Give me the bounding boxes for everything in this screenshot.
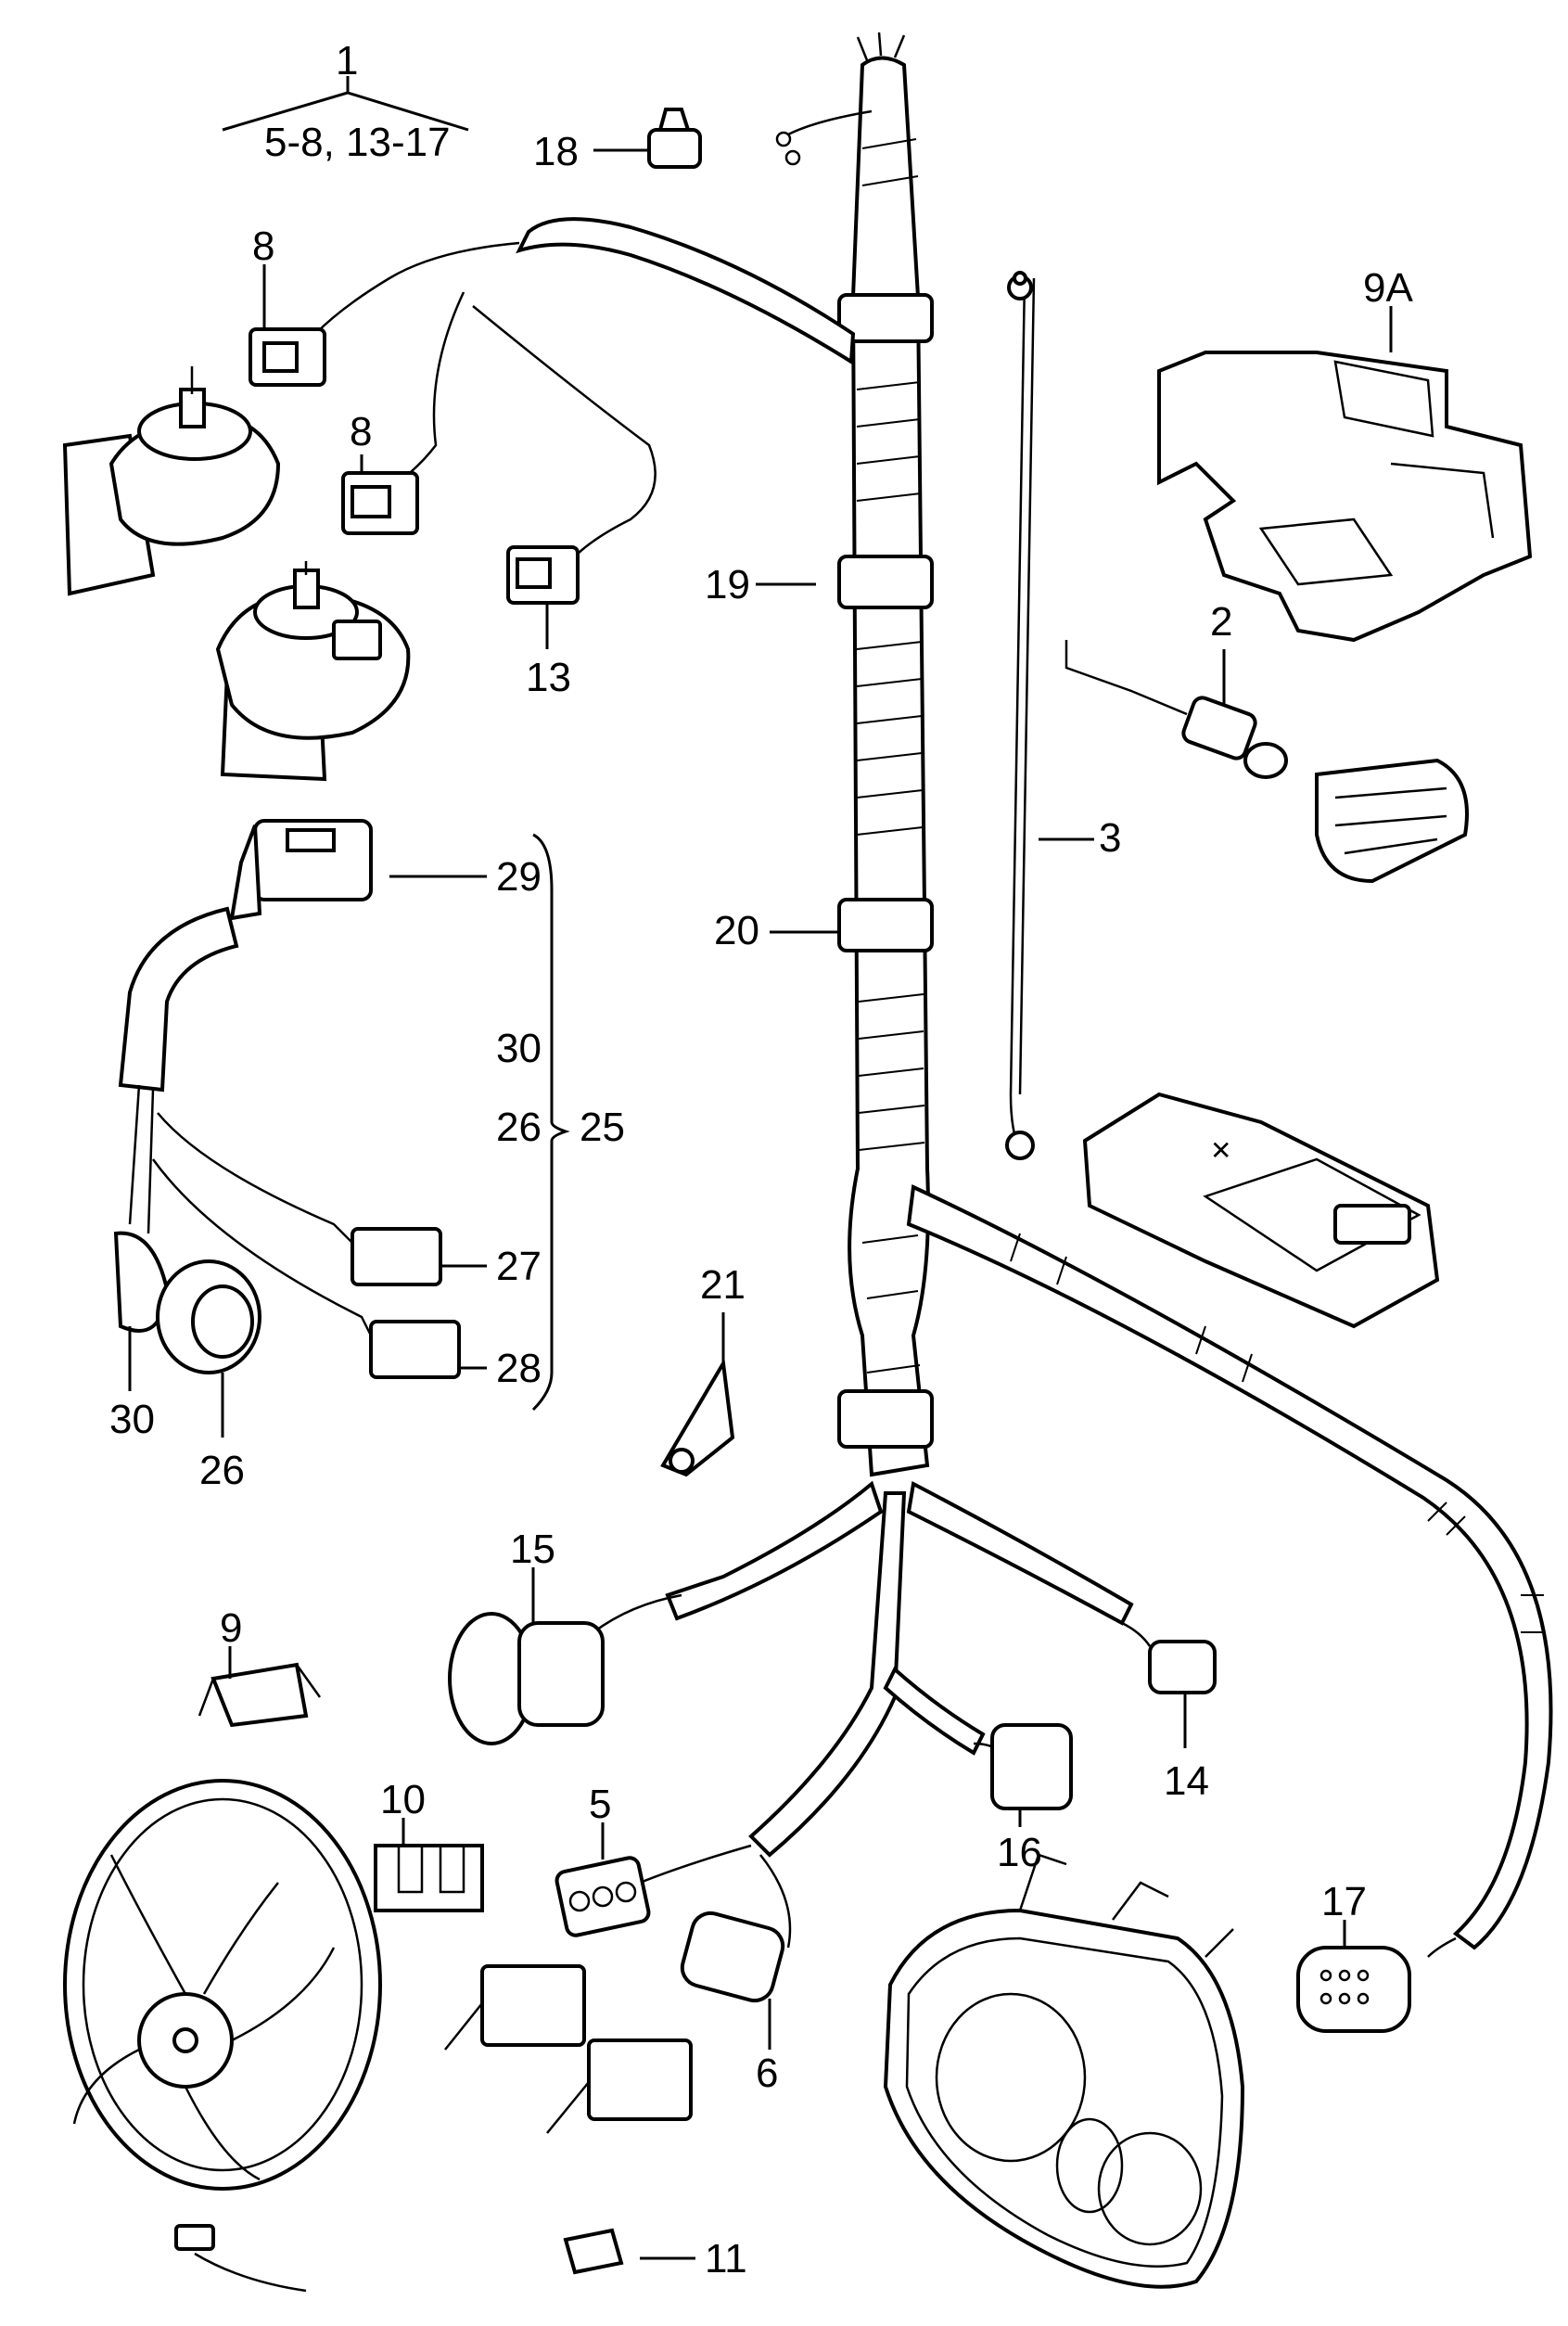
- clip-18: [647, 108, 702, 169]
- clip-10: [374, 1844, 484, 1912]
- leader-lines: [128, 76, 1393, 2260]
- callout-9A: 9A: [1363, 265, 1413, 311]
- callout-labels: 1 5-8, 13-17 18 8 8 13 9A 19 2 3 29 20 3…: [109, 38, 1413, 2281]
- callout-18: 18: [533, 129, 579, 174]
- callout-16: 16: [997, 1830, 1042, 1875]
- callout-26a: 26: [496, 1105, 542, 1150]
- callout-25: 25: [580, 1105, 625, 1150]
- callout-1: 1: [336, 38, 358, 83]
- ground-cable: [1005, 271, 1036, 1160]
- clip-11: [563, 2228, 624, 2275]
- connector-5: [555, 1844, 752, 1937]
- horn-upper: [62, 366, 281, 596]
- fan-connectors: [444, 1964, 693, 2134]
- horn-lower: [215, 561, 411, 782]
- callout-19: 19: [705, 562, 750, 607]
- callout-3: 3: [1099, 815, 1121, 861]
- callout-30a: 30: [496, 1026, 542, 1071]
- callout-9: 9: [220, 1605, 242, 1651]
- callout-1-range: 5-8, 13-17: [264, 120, 451, 165]
- connector-14: [1121, 1621, 1217, 1694]
- callout-30b: 30: [109, 1397, 155, 1442]
- connector-15: [448, 1593, 682, 1745]
- callout-17: 17: [1321, 1879, 1367, 1924]
- callout-8a: 8: [252, 224, 274, 269]
- headlight-housing: [883, 1853, 1245, 2289]
- clip-9: [198, 1662, 322, 1728]
- callout-28: 28: [496, 1346, 542, 1391]
- callout-8b: 8: [350, 409, 372, 454]
- callout-10: 10: [380, 1777, 426, 1822]
- connector-8-lower: [341, 291, 465, 535]
- connector-8-upper: [249, 241, 520, 387]
- callout-6: 6: [756, 2051, 778, 2096]
- callout-15: 15: [510, 1527, 555, 1572]
- callout-21: 21: [700, 1262, 746, 1308]
- side-marker-light: [1064, 640, 1469, 884]
- connector-16: [973, 1723, 1073, 1810]
- main-wiring-harness: [516, 32, 1553, 1950]
- callout-29: 29: [496, 854, 542, 900]
- connector-6: [680, 1854, 792, 2003]
- harness-25: [113, 819, 461, 1379]
- relay-module: ✕: [1082, 1092, 1440, 1329]
- callout-5: 5: [589, 1782, 611, 1827]
- wedge-21: [660, 1357, 735, 1477]
- radiator-fan: [63, 1779, 382, 2293]
- svg-text:✕: ✕: [1210, 1136, 1231, 1165]
- bracket-9A: [1157, 351, 1533, 643]
- connector-17: [1296, 1936, 1457, 2033]
- callout-2: 2: [1210, 599, 1232, 645]
- callout-13: 13: [526, 655, 571, 700]
- callout-27: 27: [496, 1244, 542, 1289]
- callout-20: 20: [714, 908, 759, 953]
- callout-26b: 26: [199, 1448, 245, 1493]
- connector-13: [472, 305, 657, 605]
- callout-14: 14: [1164, 1758, 1209, 1804]
- callout-11: 11: [705, 2236, 747, 2281]
